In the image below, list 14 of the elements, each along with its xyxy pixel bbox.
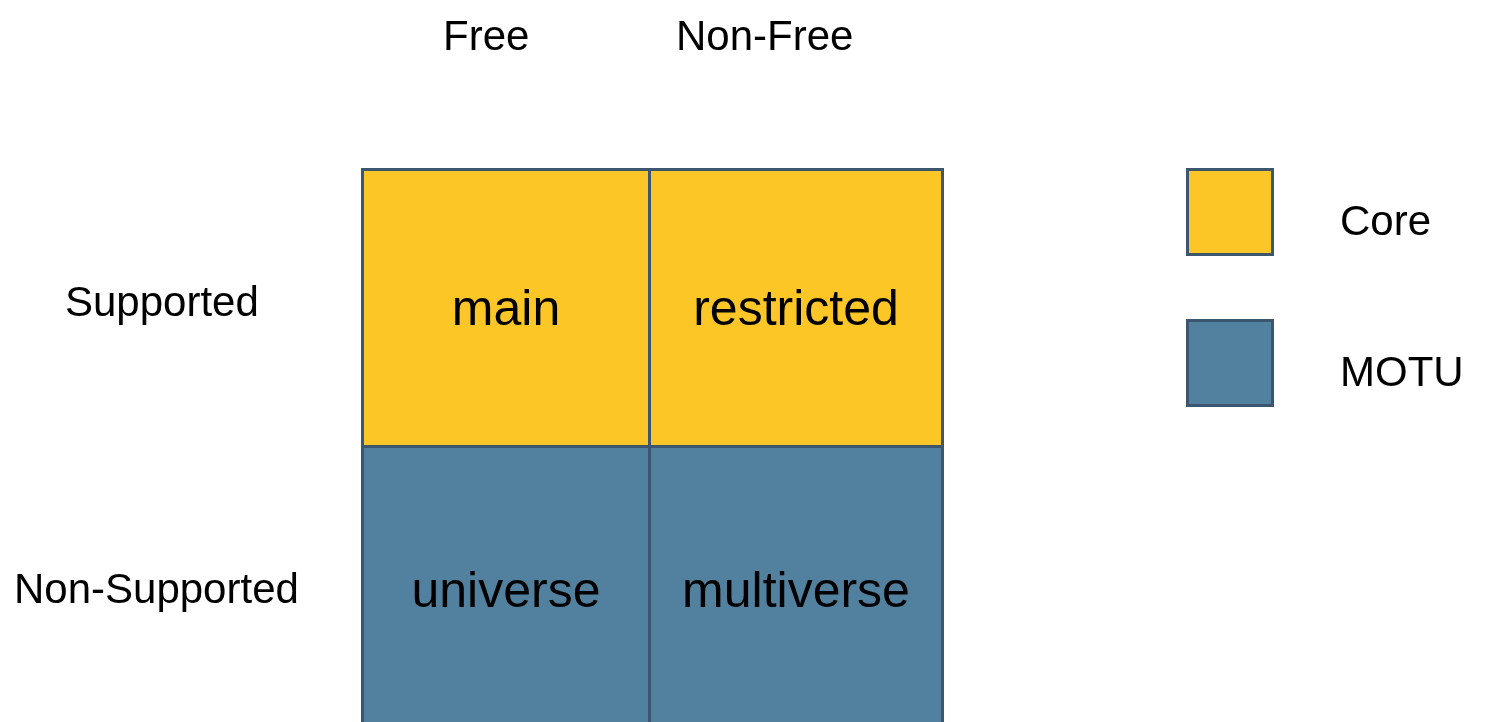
box-label: restricted (693, 279, 899, 337)
row-header: Supported (65, 278, 259, 326)
box-label: multiverse (682, 561, 910, 619)
column-header: Non-Free (676, 12, 854, 60)
legend-label: Core (1340, 197, 1432, 245)
category-box (361, 445, 651, 722)
legend-label: MOTU (1340, 348, 1464, 396)
box-label: universe (411, 561, 601, 619)
box-label: main (451, 279, 561, 337)
category-box (648, 445, 944, 722)
category-box (361, 168, 651, 448)
column-header: Free (443, 12, 530, 60)
row-header: Non-Supported (14, 565, 299, 613)
category-box (648, 168, 944, 448)
